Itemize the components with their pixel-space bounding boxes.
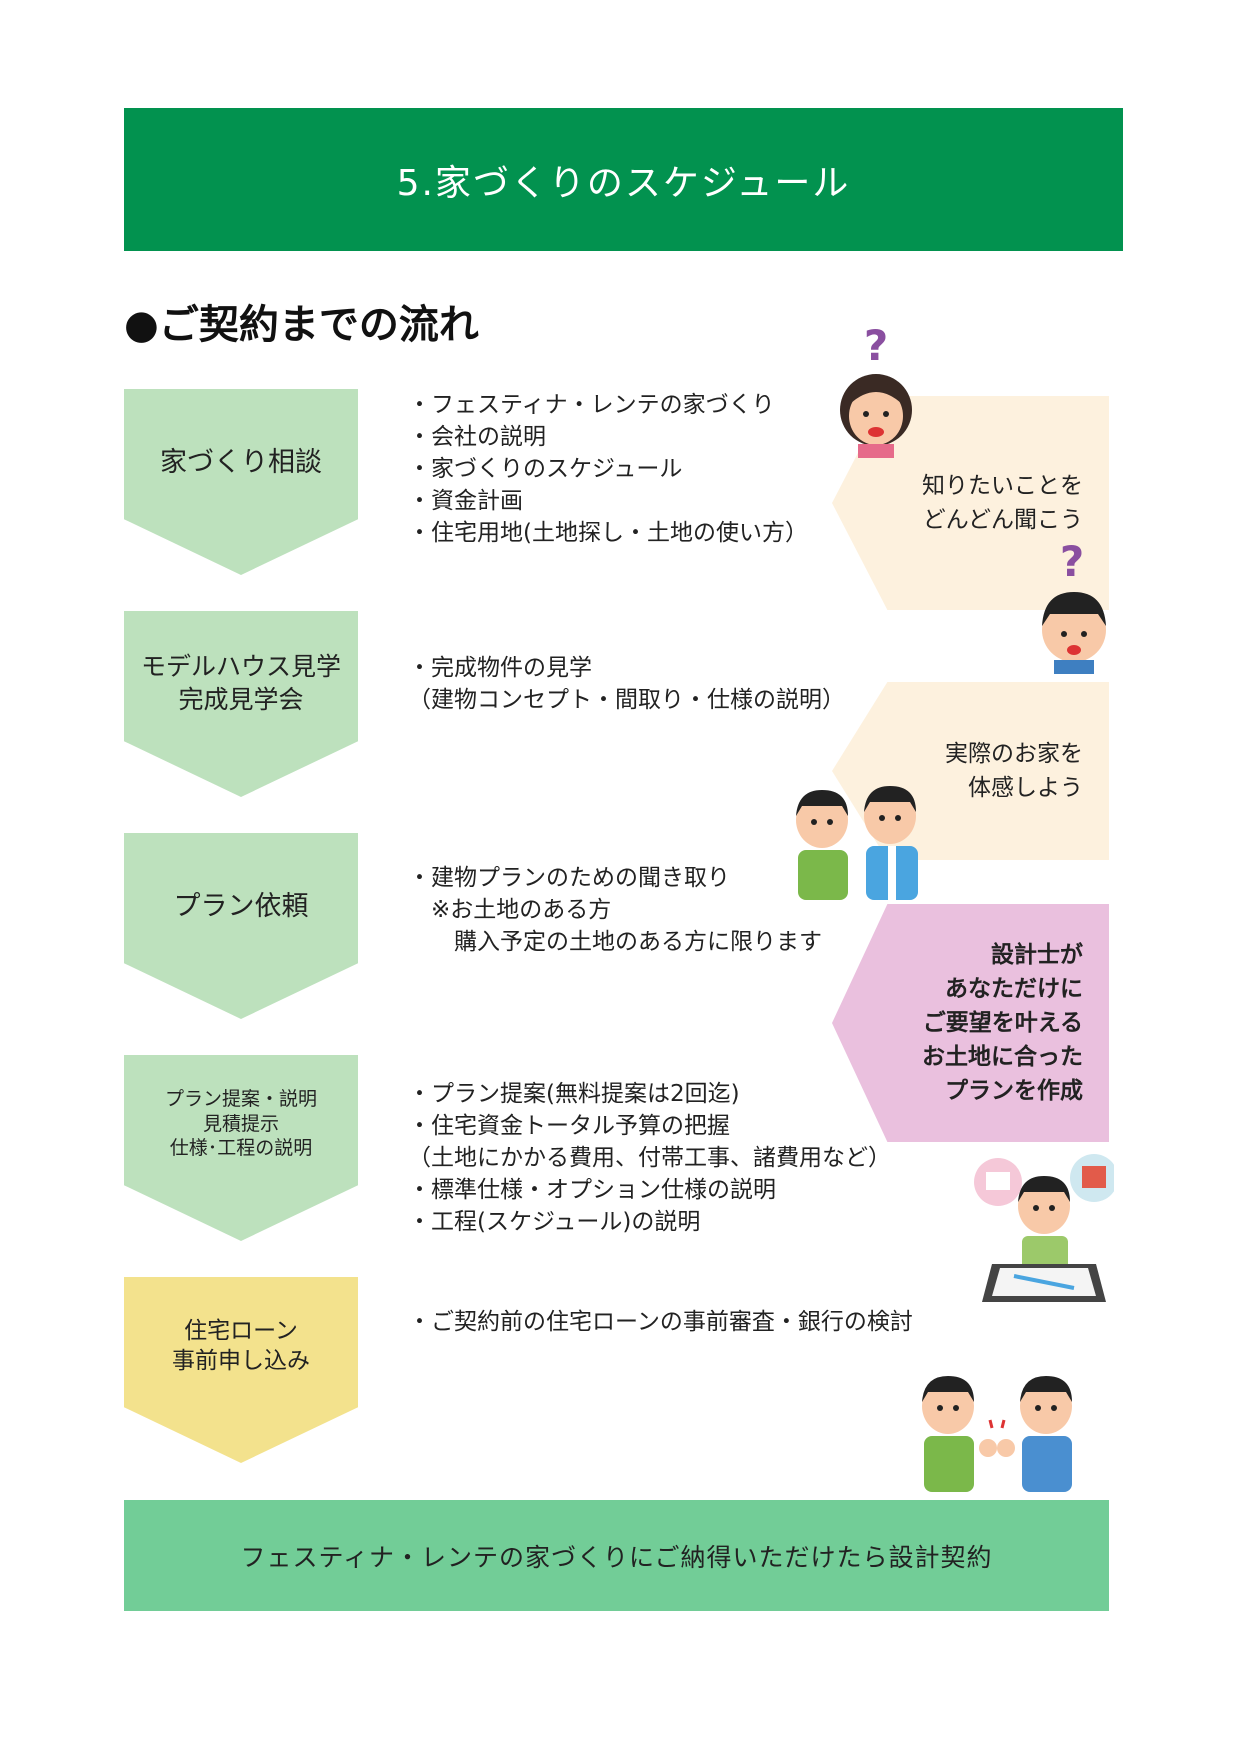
fist-bump-icon xyxy=(922,1376,1072,1492)
step-description: ・フェスティナ・レンテの家づくり ・会社の説明 ・家づくりのスケジュール ・資金… xyxy=(408,392,808,546)
designer-planning-icon xyxy=(974,1154,1114,1302)
step-description: ・完成物件の見学 （建物コンセプト・間取り・仕様の説明） xyxy=(408,655,845,713)
confused-woman-icon: ? xyxy=(840,321,912,458)
step-label: プラン提案・説明 見積提示 仕様･工程の説明 xyxy=(164,1088,317,1160)
step-arrow-plan-proposal: プラン提案・説明 見積提示 仕様･工程の説明 xyxy=(124,1055,358,1241)
svg-text:?: ? xyxy=(1060,537,1084,586)
step-label: プラン依頼 xyxy=(173,891,309,922)
speech-bubble-designer: 設計士が あなただけに ご要望を叶える お土地に合った プランを作成 xyxy=(832,904,1109,1142)
two-men-talking-icon xyxy=(796,786,918,900)
step-description: ・プラン提案(無料提案は2回迄) ・住宅資金トータル予算の把握 （土地にかかる費… xyxy=(408,1081,891,1235)
section-title: ●ご契約までの流れ xyxy=(124,302,479,348)
step-description: ・建物プランのための聞き取り ※お土地のある方 購入予定の土地のある方に限ります xyxy=(408,865,822,955)
step-label: 住宅ローン 事前申し込み xyxy=(172,1318,310,1374)
page-title: 5.家づくりのスケジュール xyxy=(396,162,851,204)
footer-text: フェスティナ・レンテの家づくりにご納得いただけたら設計契約 xyxy=(240,1542,993,1572)
bubble-text: 設計士が あなただけに ご要望を叶える お土地に合った プランを作成 xyxy=(922,942,1083,1104)
step-arrow-plan-request: プラン依頼 xyxy=(124,833,358,1019)
step-arrow-housing-loan: 住宅ローン 事前申し込み xyxy=(124,1277,358,1463)
step-arrow-consultation: 家づくり相談 xyxy=(124,389,358,575)
bubble-text: 知りたいことを どんどん聞こう xyxy=(922,473,1083,533)
page-header: 5.家づくりのスケジュール xyxy=(124,108,1123,251)
bubble-text: 実際のお家を 体感しよう xyxy=(945,741,1083,801)
step-arrow-model-house: モデルハウス見学 完成見学会 xyxy=(124,611,358,797)
confused-man-icon: ? xyxy=(1042,537,1106,674)
svg-text:?: ? xyxy=(864,321,888,370)
footer-banner: フェスティナ・レンテの家づくりにご納得いただけたら設計契約 xyxy=(124,1500,1109,1611)
step-label: モデルハウス見学 完成見学会 xyxy=(140,652,341,714)
step-description: ・ご契約前の住宅ローンの事前審査・銀行の検討 xyxy=(408,1309,913,1335)
step-label: 家づくり相談 xyxy=(160,447,322,478)
